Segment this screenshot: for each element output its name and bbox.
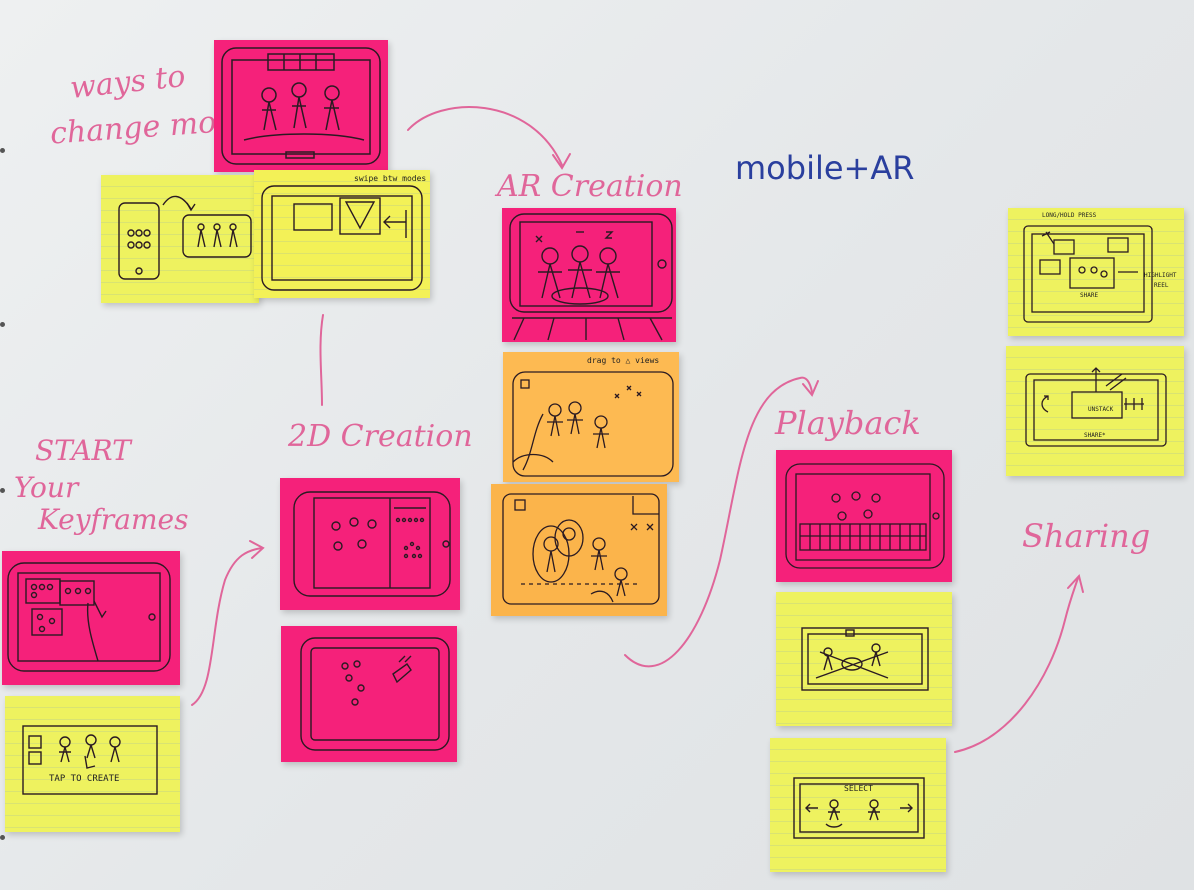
sketch-text: SHARE*	[1084, 432, 1106, 439]
sticky-note-playback-swap	[776, 592, 952, 726]
arrow-to-2d	[191, 547, 263, 706]
sketch-swap	[801, 627, 929, 691]
label-2d-creation: 2D Creation	[288, 419, 473, 454]
label-mobile-ar: mobile+AR	[735, 149, 915, 187]
label-ar-creation: AR Creation	[497, 169, 683, 204]
sketch-unstack	[1025, 367, 1167, 447]
sticky-note-2d-dots	[280, 478, 460, 610]
board-pin	[0, 835, 5, 840]
sketch-text: LONG/HOLD PRESS	[1042, 212, 1097, 219]
label-your: Your	[14, 471, 79, 504]
sketch-drag-views	[512, 371, 674, 477]
sketch-text: SELECT	[844, 784, 873, 793]
sticky-note-ar-drag-views: drag to △ views	[503, 352, 679, 482]
sketch-ar-select	[502, 493, 660, 605]
sketch-text: UNSTACK	[1088, 406, 1114, 413]
sketch-ar-figures	[509, 213, 673, 341]
sticky-note-ar-select	[491, 484, 667, 616]
sketch-phone-rotate	[118, 195, 252, 280]
line-2d-to-modes	[319, 314, 324, 406]
sticky-note-modes-tabs	[214, 40, 388, 172]
sticky-note-phone-rotate	[101, 175, 259, 303]
sticky-note-swipe-modes: swipe btw modes	[254, 170, 430, 298]
label-start: START	[35, 434, 131, 467]
board-pin	[0, 322, 5, 327]
sketch-2d-dots	[293, 491, 451, 597]
label-keyframes: Keyframes	[38, 503, 189, 536]
sketch-timeline	[785, 463, 945, 569]
sticky-note-ar-figures	[502, 208, 676, 342]
board-pin	[0, 488, 5, 493]
sketch-text: drag to △ views	[587, 356, 660, 365]
sketch-2d-drag	[300, 637, 450, 751]
sketch-tablet-tabs	[221, 47, 381, 165]
sticky-note-playback-select: SELECT	[770, 738, 946, 872]
sketch-swipe	[261, 185, 423, 291]
sketch-text: HIGHLIGHT	[1144, 272, 1177, 279]
sketch-text: SHARE	[1080, 292, 1099, 299]
sketch-select	[793, 777, 925, 839]
sticky-note-keyframe-dice	[2, 551, 180, 685]
sketch-sharing-reel	[1023, 225, 1153, 323]
sketch-tap-create	[22, 725, 158, 795]
sketch-text: TAP TO CREATE	[49, 774, 120, 784]
sticky-note-sharing-unstack: UNSTACK SHARE*	[1006, 346, 1184, 476]
board-pin	[0, 148, 5, 153]
sketch-text: REEL	[1154, 282, 1169, 289]
sketch-dice	[7, 562, 171, 672]
sticky-note-tap-create: TAP TO CREATE	[5, 696, 180, 832]
sticky-note-sharing-reel: LONG/HOLD PRESS HIGHLIGHT REEL SHARE	[1008, 208, 1184, 336]
sticky-note-2d-drag	[281, 626, 457, 762]
sticky-note-playback-timeline	[776, 450, 952, 582]
sketch-text: swipe btw modes	[354, 174, 427, 183]
label-sharing: Sharing	[1022, 517, 1151, 555]
label-ways-to: ways to	[68, 59, 188, 106]
label-playback: Playback	[775, 404, 921, 442]
arrow-to-ar	[407, 106, 563, 166]
arrow-to-sharing	[954, 577, 1079, 753]
